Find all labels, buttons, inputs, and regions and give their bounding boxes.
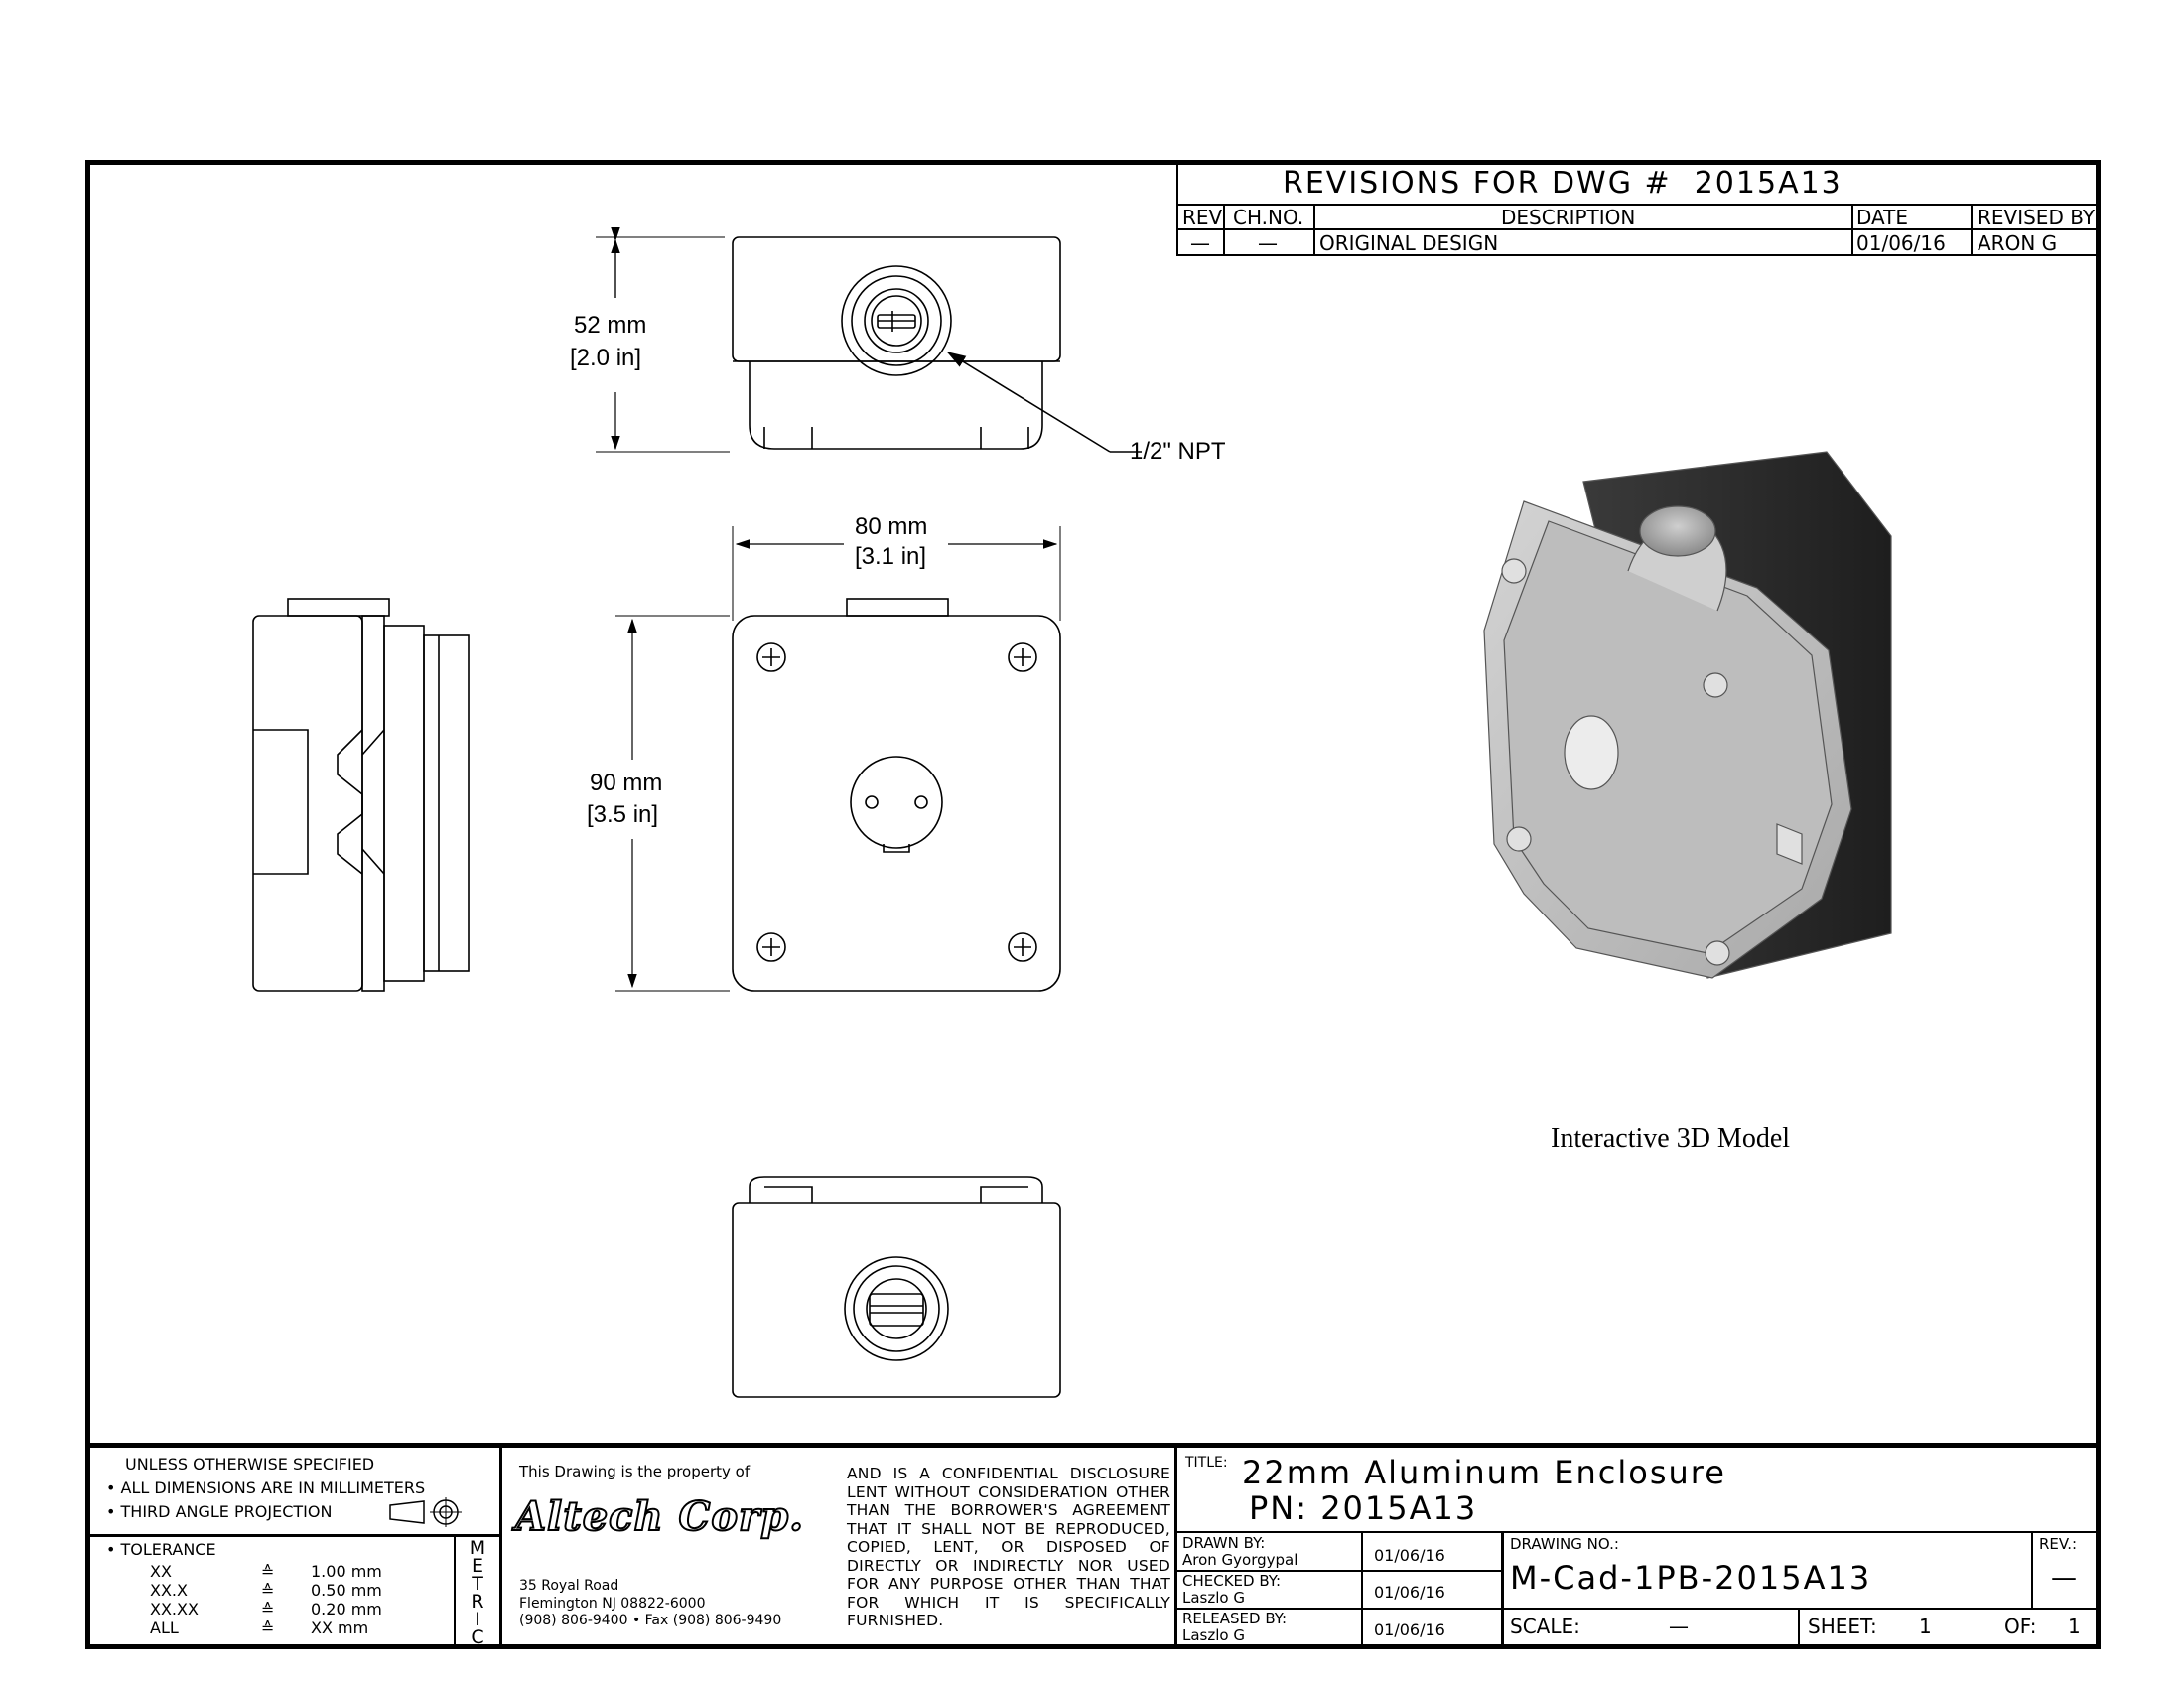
dim-width-in: [3.1 in]	[855, 543, 927, 570]
property-text: This Drawing is the property of	[519, 1463, 751, 1480]
dim-height-in: [2.0 in]	[570, 345, 642, 371]
title-block: UNLESS OTHERWISE SPECIFIED • ALL DIMENSI…	[85, 1443, 2101, 1649]
released-by: Laszlo G	[1182, 1626, 1245, 1644]
of-label: OF:	[2004, 1615, 2037, 1638]
checked-by: Laszlo G	[1182, 1589, 1245, 1607]
sheet-value: 1	[1919, 1615, 1932, 1638]
released-by-label: RELEASED BY:	[1182, 1610, 1288, 1627]
rev-header: REV	[1182, 206, 1223, 229]
row-revised-by: ARON G	[1978, 231, 2058, 255]
tol-sym: ≙	[261, 1600, 275, 1618]
address-2: Flemington NJ 08822-6000	[519, 1596, 706, 1612]
dim-depth-in: [3.5 in]	[587, 801, 659, 828]
revisions-dwg-number: 2015A13	[1694, 166, 1843, 201]
drawn-date: 01/06/16	[1374, 1546, 1445, 1565]
tol-key: XX.XX	[150, 1600, 199, 1618]
tol-val: 0.50 mm	[311, 1581, 382, 1600]
tolerance-table: XX ≙ 1.00 mm XX.X ≙ 0.50 mm XX.XX ≙ 0.20 mm AL…	[150, 1562, 448, 1637]
tol-key: XX	[150, 1562, 172, 1581]
dim-height-mm: 52 mm	[574, 312, 647, 339]
tol-key: XX.X	[150, 1581, 188, 1600]
disclosure-text: AND IS A CONFIDENTIAL DISCLOSURE LENT WI…	[847, 1465, 1170, 1629]
tol-key: ALL	[150, 1618, 179, 1637]
npt-callout: 1/2" NPT	[1130, 438, 1226, 465]
row-description: ORIGINAL DESIGN	[1319, 231, 1499, 255]
row-chno: —	[1258, 231, 1278, 255]
top-view	[732, 236, 1061, 450]
scale-label: SCALE:	[1510, 1615, 1580, 1638]
description-header: DESCRIPTION	[1501, 206, 1636, 229]
revisions-table: REVISIONS FOR DWG # 2015A13 REV CH.NO. D…	[1176, 162, 2098, 256]
tolerance-label: • TOLERANCE	[106, 1540, 216, 1559]
row-date: 01/06/16	[1856, 231, 1946, 255]
row-rev: —	[1190, 231, 1210, 255]
checked-by-label: CHECKED BY:	[1182, 1572, 1282, 1590]
company-logo: Altech Corp.	[514, 1493, 805, 1540]
drawing-title: 22mm Aluminum Enclosure	[1242, 1454, 1726, 1491]
phone-fax: (908) 806-9400 • Fax (908) 806-9490	[519, 1613, 782, 1628]
model-caption[interactable]: Interactive 3D Model	[1551, 1123, 1791, 1154]
dim-width-mm: 80 mm	[855, 513, 928, 540]
bottom-view	[732, 1176, 1061, 1398]
tol-val: 0.20 mm	[311, 1600, 382, 1618]
tol-val: XX mm	[311, 1618, 369, 1637]
dim-height	[596, 226, 730, 453]
front-view	[732, 598, 1061, 992]
sheet-label: SHEET:	[1808, 1615, 1877, 1638]
revised-by-header: REVISED BY	[1978, 206, 2096, 229]
model-3d-image	[1483, 451, 1892, 979]
of-value: 1	[2068, 1615, 2081, 1638]
chno-header: CH.NO.	[1233, 206, 1304, 229]
notes-heading: UNLESS OTHERWISE SPECIFIED	[125, 1455, 375, 1474]
drawn-by-label: DRAWN BY:	[1182, 1534, 1266, 1552]
tol-sym: ≙	[261, 1562, 275, 1581]
drawing-no-label: DRAWING NO.:	[1510, 1535, 1619, 1553]
tol-val: 1.00 mm	[311, 1562, 382, 1581]
address-1: 35 Royal Road	[519, 1578, 619, 1594]
side-view	[252, 598, 470, 992]
date-header: DATE	[1856, 206, 1909, 229]
tol-sym: ≙	[261, 1618, 275, 1637]
released-date: 01/06/16	[1374, 1620, 1445, 1639]
drawn-by: Aron Gyorgypal	[1182, 1551, 1298, 1569]
dim-width	[732, 526, 1061, 621]
rev-value: —	[2051, 1563, 2077, 1593]
dim-depth-mm: 90 mm	[590, 770, 663, 796]
projection-symbol-icon	[389, 1497, 462, 1527]
drawing-no: M-Cad-1PB-2015A13	[1510, 1559, 1872, 1597]
notes-bullet-2: THIRD ANGLE PROJECTION	[120, 1502, 333, 1521]
tol-sym: ≙	[261, 1581, 275, 1600]
checked-date: 01/06/16	[1374, 1583, 1445, 1602]
title-label: TITLE:	[1185, 1455, 1228, 1471]
part-number: PN: 2015A13	[1249, 1489, 1478, 1527]
dim-depth	[615, 615, 730, 992]
notes-bullet-1: ALL DIMENSIONS ARE IN MILLIMETERS	[120, 1478, 426, 1497]
revisions-title: REVISIONS FOR DWG #	[1283, 166, 1672, 201]
rev-label: REV.:	[2039, 1535, 2078, 1553]
scale-value: —	[1669, 1615, 1689, 1638]
